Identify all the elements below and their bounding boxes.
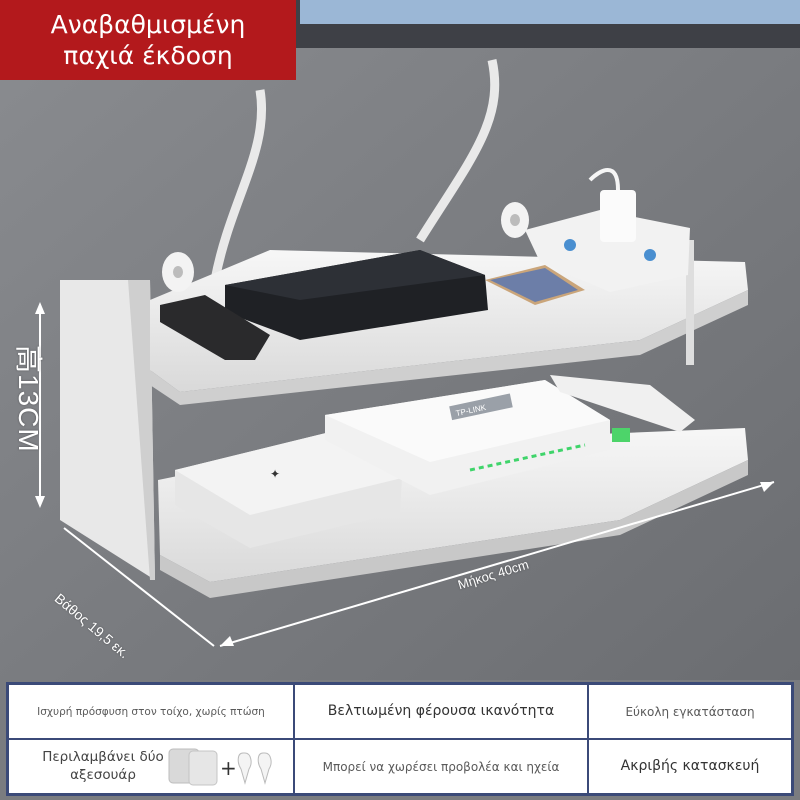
accessory-icon: + (168, 748, 272, 785)
feature-wall-mount: Ισχυρή πρόσφυση στον τοίχο, χωρίς πτώση (8, 684, 294, 739)
badge-line-1: Αναβαθμισμένη (50, 9, 246, 39)
tv-screen (300, 0, 800, 24)
product-photo: ✦ TP-LINK (0, 0, 800, 680)
depth-line (63, 527, 215, 647)
feature-installation: Εύκολη εγκατάσταση (588, 684, 792, 739)
left-bracket (60, 280, 155, 580)
remote (160, 295, 270, 360)
feature-accessories: Περιλαμβάνει δύο αξεσουάρ + (8, 739, 294, 794)
remote-small (550, 375, 695, 432)
feature-load-capacity: Βελτιωμένη φέρουσα ικανότητα (294, 684, 588, 739)
accessories-label: Περιλαμβάνει δύο αξεσουάρ (42, 748, 164, 783)
accessories-icons: + (167, 745, 283, 789)
charger (600, 190, 636, 242)
height-label: 高13CM (13, 345, 44, 453)
svg-text:+: + (220, 756, 237, 780)
features-table: Ισχυρή πρόσφυση στον τοίχο, χωρίς πτώση … (6, 682, 794, 796)
power-strip (525, 210, 690, 292)
feature-capacity: Μπορεί να χωρέσει προβολέα και ηχεία (294, 739, 588, 794)
upgrade-badge: Αναβαθμισμένη παχιά έκδοση (0, 0, 296, 80)
badge-line-2: παχιά έκδοση (63, 41, 233, 70)
feature-craftsmanship: Ακριβής κατασκευή (588, 739, 792, 794)
cable (416, 59, 500, 243)
svg-text:✦: ✦ (270, 467, 280, 481)
shelf-illustration: ✦ TP-LINK (0, 0, 800, 680)
length-line (219, 481, 775, 647)
